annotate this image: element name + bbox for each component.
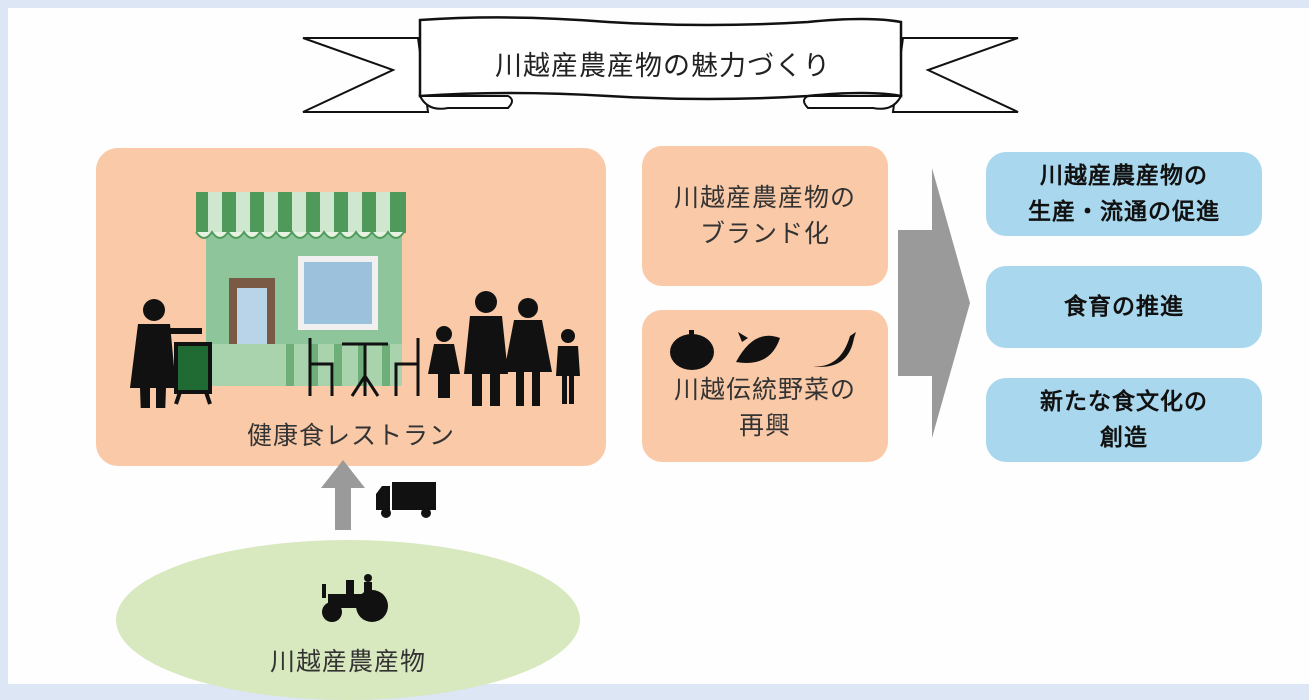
outcome-line2: 生産・流通の促進: [1028, 199, 1220, 225]
storefront-icon: [195, 192, 406, 386]
branding-box: 川越産農産物の ブランド化: [642, 146, 888, 286]
vegetables-icon: [670, 330, 856, 370]
vegetables-line1: 川越伝統野菜の: [673, 375, 856, 404]
source-label: 川越産農産物: [269, 647, 426, 676]
branding-line1: 川越産農産物の: [673, 183, 856, 212]
diagram-title: 川越産農産物の魅力づくり: [495, 50, 831, 82]
up-arrow-icon: [321, 460, 365, 530]
title-banner: [302, 16, 1019, 113]
outcome-box-food-culture: 新たな食文化の 創造: [986, 378, 1262, 462]
restaurant-panel: 健康食レストラン: [96, 148, 606, 466]
restaurant-label: 健康食レストラン: [246, 421, 455, 450]
cafe-table-icon: [308, 338, 420, 397]
waiter-icon: [130, 299, 212, 408]
family-icon: [428, 291, 580, 406]
outcome-box-food-education: 食育の推進: [986, 266, 1262, 348]
diagram-canvas: 川越産農産物の魅力づくり: [8, 8, 1309, 700]
restaurant-illustration: [130, 192, 580, 408]
branding-line2: ブランド化: [699, 219, 830, 248]
right-arrow-icon: [898, 168, 970, 438]
vegetables-line2: 再興: [738, 411, 791, 440]
outcome-line1: 川越産農産物の: [1040, 163, 1208, 189]
outcome-line1: 食育の推進: [1064, 294, 1184, 320]
outcome-box-production: 川越産農産物の 生産・流通の促進: [986, 152, 1262, 236]
source-ellipse: 川越産農産物: [116, 540, 580, 700]
truck-icon: [376, 482, 436, 518]
outcome-line2: 創造: [1100, 425, 1148, 451]
vegetables-box: 川越伝統野菜の 再興: [642, 310, 888, 462]
tractor-icon: [322, 574, 388, 622]
outcome-line1: 新たな食文化の: [1040, 389, 1208, 415]
